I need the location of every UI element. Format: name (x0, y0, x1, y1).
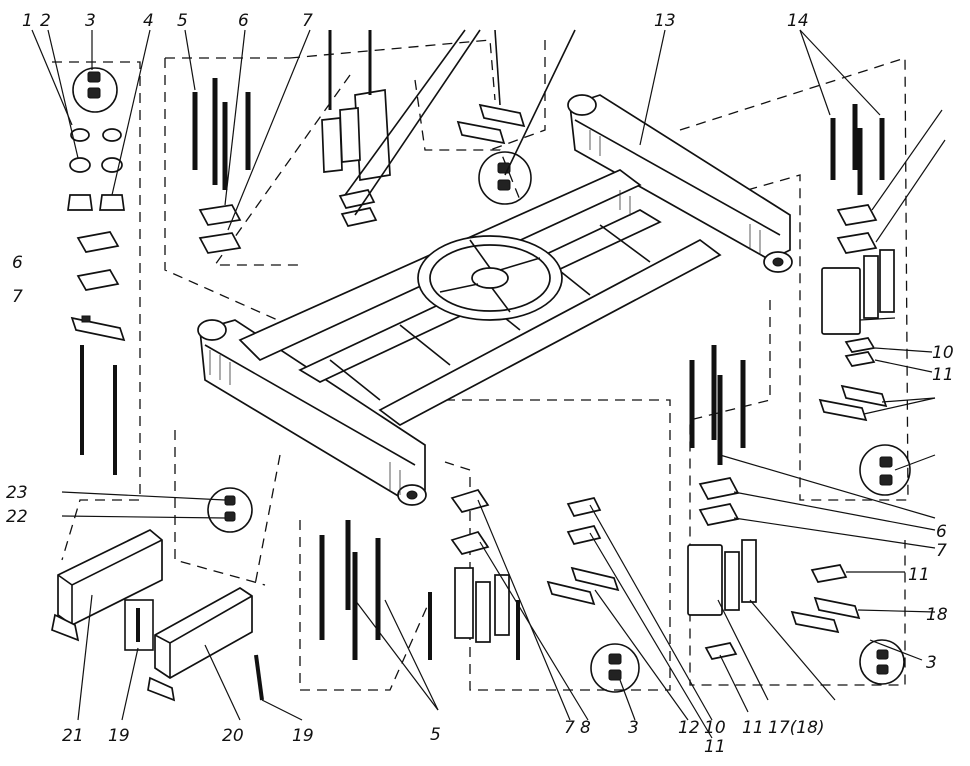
detail-circle-right (859, 444, 911, 496)
main-frame (197, 94, 793, 506)
clamp-plate-bottom-right-1 (813, 596, 861, 620)
callout-10: 10 (704, 718, 726, 738)
shim-6-right (836, 204, 878, 226)
callout-7: 7 (936, 541, 947, 561)
clamp-plate-top-1 (478, 103, 526, 128)
detail-box-19 (124, 599, 154, 651)
side-member-right (378, 238, 722, 427)
callout-11: 11 (742, 718, 764, 738)
block-bottom-center (454, 567, 474, 639)
callout-3: 3 (85, 11, 96, 31)
shim-6-left (76, 231, 120, 253)
shim-6-bottom-right (698, 477, 740, 500)
callout-7: 7 (302, 11, 313, 31)
boundary-left-column (52, 61, 141, 561)
callout-5: 5 (177, 11, 188, 31)
shim-11-right (844, 351, 876, 367)
detail-circle-top (478, 151, 532, 205)
clamp-plate-top-2 (456, 120, 506, 145)
shim-7-right (836, 232, 878, 254)
boundary-top-right-bolts (489, 40, 546, 151)
shim-10-right (844, 337, 876, 353)
block-top-center (354, 89, 391, 181)
callout-13: 13 (654, 11, 676, 31)
callout-8: 8 (580, 718, 591, 738)
clamp-plate-left (70, 316, 126, 342)
shim-top-center-1 (338, 189, 376, 209)
front-crossbeam-eye-left (197, 319, 227, 341)
washer-1-right (102, 128, 122, 142)
callout-11: 11 (704, 737, 726, 757)
bracket-21 (57, 528, 163, 626)
block-bottom-right (687, 544, 723, 616)
callout-6: 6 (238, 11, 249, 31)
pin-19 (254, 654, 264, 701)
callout-6: 6 (12, 253, 23, 273)
shim-6-top (198, 204, 242, 226)
washer-2-left (69, 157, 91, 173)
shim-7-left (76, 269, 120, 291)
clamp-plate-bottom-center-2 (546, 580, 596, 606)
rear-crossbeam-eye-left (567, 94, 597, 116)
callout-4: 4 (143, 11, 154, 31)
callout-7: 7 (12, 287, 23, 307)
callout-3: 3 (628, 718, 639, 738)
callout-20: 20 (222, 726, 244, 746)
callout-6: 6 (936, 522, 947, 542)
right-column-parts (818, 104, 911, 496)
callout-14: 14 (787, 11, 809, 31)
clamp-plate-right-2 (818, 398, 868, 422)
clamp-plate-bottom-right-2 (790, 610, 840, 634)
bottom-center-parts (319, 489, 640, 693)
bottom-left-parts (51, 487, 264, 702)
callout-2: 2 (40, 11, 51, 31)
callout-22: 22 (6, 507, 28, 527)
boundary-right-column (679, 57, 909, 501)
shim-11-bottom-right-1 (810, 564, 848, 583)
detail-circle-bottom-right (859, 639, 905, 685)
shim-10-bottom-center (566, 525, 602, 545)
callout-5: 5 (430, 725, 441, 745)
left-column-parts (67, 67, 126, 475)
callout-11: 11 (932, 365, 954, 385)
washer-1-left (70, 128, 90, 142)
callout-10: 10 (932, 343, 954, 363)
callout-23: 23 (6, 483, 28, 503)
boundary-bottom-left (174, 430, 281, 586)
bottom-right-parts (687, 345, 905, 685)
boundary-top-center (164, 39, 521, 331)
nut-right (99, 194, 125, 211)
clamp-plate-bottom-center-1 (570, 566, 620, 592)
shim-7-top (198, 232, 242, 254)
shim-8-bottom-center (450, 531, 490, 555)
shim-7-bottom-center (450, 489, 490, 513)
washer-2-right (101, 157, 123, 173)
callout-12: 12 (678, 718, 700, 738)
clamp-plate-right-1 (840, 384, 888, 408)
detail-circle-bottom-center (590, 643, 640, 693)
callout-19: 19 (292, 726, 314, 746)
shim-12-bottom-center (566, 497, 602, 517)
callout-11: 11 (908, 565, 930, 585)
turntable-hub (471, 267, 509, 289)
leader-lines (31, 29, 946, 739)
callout-21: 21 (62, 726, 84, 746)
callout-3: 3 (926, 653, 937, 673)
detail-circle-bottom-left (207, 487, 253, 533)
rear-crossbeam (569, 94, 791, 261)
shim-top-center-2 (340, 207, 378, 227)
shim-11-bottom-right-2 (704, 642, 738, 660)
callout-1: 1 (22, 11, 33, 31)
callout-labels: 1 2 3 4 5 6 7 13 14 6 7 10 11 6 7 11 18 … (6, 11, 954, 757)
callout-18: 18 (926, 605, 948, 625)
callout-17-18: 17(18) (768, 718, 825, 738)
block-right (821, 267, 861, 335)
detail-circle-nuts (72, 67, 118, 113)
callout-7: 7 (564, 718, 575, 738)
callout-19: 19 (108, 726, 130, 746)
top-center-parts (192, 29, 576, 254)
nut-left (67, 194, 93, 211)
shim-7-bottom-right (698, 503, 740, 526)
